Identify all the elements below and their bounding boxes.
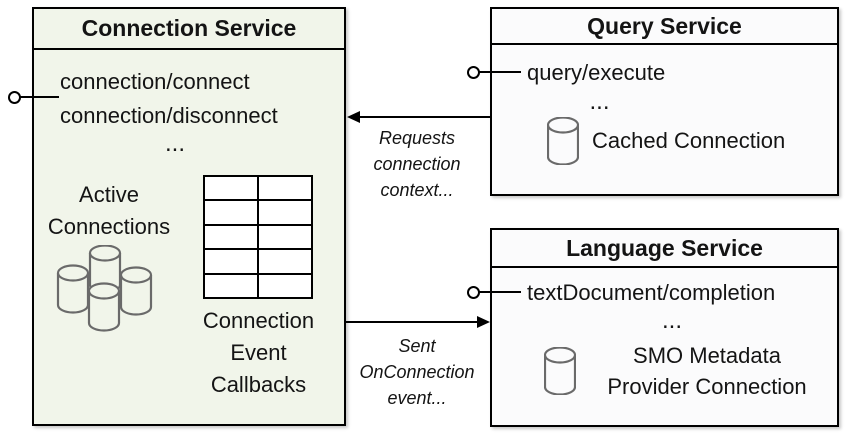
requests-arrow-label: Requests connection context... xyxy=(373,128,461,200)
callbacks-table-cell xyxy=(259,201,311,224)
callbacks-table-cell xyxy=(259,225,311,249)
active-connections-label: Active Connections xyxy=(47,182,171,239)
callbacks-table-cell xyxy=(205,250,257,273)
callbacks-table-cell xyxy=(205,201,257,224)
language-endpoint-ellipsis: ... xyxy=(661,307,682,334)
database-icon xyxy=(547,117,579,165)
connection-service-box: Connection Service connection/connect co… xyxy=(32,7,346,426)
sent-arrow xyxy=(346,316,490,328)
lollipop-line xyxy=(19,96,59,98)
query-endpoint: query/execute xyxy=(527,60,666,85)
lollipop-line xyxy=(478,291,521,293)
smo-metadata-row: SMO Metadata Provider Connection xyxy=(544,340,825,402)
requests-arrow xyxy=(347,111,490,123)
query-endpoint-ellipsis: ... xyxy=(589,88,610,115)
connection-service-title: Connection Service xyxy=(34,9,344,50)
callbacks-table xyxy=(203,175,313,299)
connection-endpoints-ellipsis: ... xyxy=(164,130,185,157)
callbacks-label: Connection Event Callbacks xyxy=(202,308,315,397)
database-cluster-icon xyxy=(56,245,153,332)
callbacks-table-cell xyxy=(205,225,257,249)
language-service-box: Language Service textDocument/completion… xyxy=(490,228,839,427)
query-service-title: Query Service xyxy=(492,9,837,45)
language-service-title: Language Service xyxy=(492,230,837,268)
lollipop-line xyxy=(478,71,521,73)
callbacks-table-cell xyxy=(205,274,257,297)
cached-connection-row: Cached Connection xyxy=(547,117,785,165)
callbacks-table-cell xyxy=(259,250,311,273)
query-service-box: Query Service query/execute ... Cached C… xyxy=(490,7,839,196)
callbacks-table-cell xyxy=(259,177,311,200)
database-icon xyxy=(544,347,576,395)
sent-arrow-label: Sent OnConnection event... xyxy=(359,336,475,408)
language-endpoint: textDocument/completion xyxy=(527,280,776,305)
cached-connection-label: Cached Connection xyxy=(592,128,786,153)
smo-metadata-label: SMO Metadata Provider Connection xyxy=(607,343,807,399)
callbacks-table-cell xyxy=(205,177,257,200)
callbacks-table-cell xyxy=(259,274,311,297)
connection-endpoints: connection/connect connection/disconnect xyxy=(60,69,278,128)
